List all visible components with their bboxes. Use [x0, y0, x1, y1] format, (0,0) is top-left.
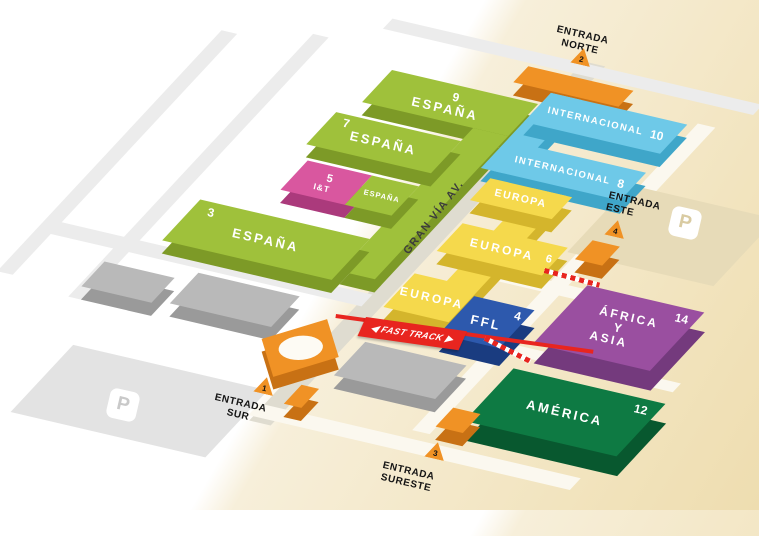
- parking-lot-east: [567, 184, 759, 287]
- south-entrance-building[interactable]: [261, 319, 339, 377]
- hall-5-espana-name: ESPAÑA: [362, 187, 401, 205]
- entrance-sureste-number: 3: [432, 448, 439, 458]
- hall-10-number: 10: [648, 126, 665, 144]
- hall-8-name: INTERNACIONAL: [514, 153, 613, 187]
- parking-east-letter: P: [676, 210, 694, 235]
- hall-espana-7[interactable]: 7 ESPAÑA: [306, 112, 461, 174]
- hall-8-number: 8: [616, 176, 626, 192]
- europa-bottom-name: EUROPA: [398, 283, 466, 313]
- fast-track-text: FAST TRACK: [379, 324, 446, 343]
- fast-track-label: ◀ FAST TRACK ▶: [369, 323, 456, 345]
- hall-14-number: 14: [673, 310, 690, 327]
- america-name: AMÉRICA: [525, 396, 605, 429]
- hall-9-name: ESPAÑA: [410, 93, 480, 124]
- south-entrance-courtyard: [270, 331, 331, 364]
- hall-7-name: ESPAÑA: [348, 127, 419, 158]
- fast-track-right-arrow: ▶: [444, 333, 456, 344]
- parking-west-letter: P: [114, 392, 132, 417]
- entrance-este-number: 4: [612, 226, 619, 236]
- europa-top-name: EUROPA: [493, 186, 549, 211]
- europa-mid-name: EUROPA: [468, 235, 536, 264]
- service-building-central: [333, 341, 467, 400]
- entrance-norte-number: 2: [578, 54, 585, 64]
- entrance-sur-number: 1: [261, 383, 268, 393]
- africa-asia-line1: ÁFRICA: [597, 303, 660, 331]
- hall-espana-3[interactable]: 3 ESPAÑA: [162, 199, 370, 280]
- hall-12-number: 12: [632, 401, 649, 418]
- hall-3-name: ESPAÑA: [231, 224, 301, 255]
- entrance-sureste-label: ENTRADA SURESTE: [379, 460, 436, 495]
- hall-10-name: INTERNACIONAL: [546, 104, 645, 138]
- ffl-name: FFL: [469, 311, 504, 334]
